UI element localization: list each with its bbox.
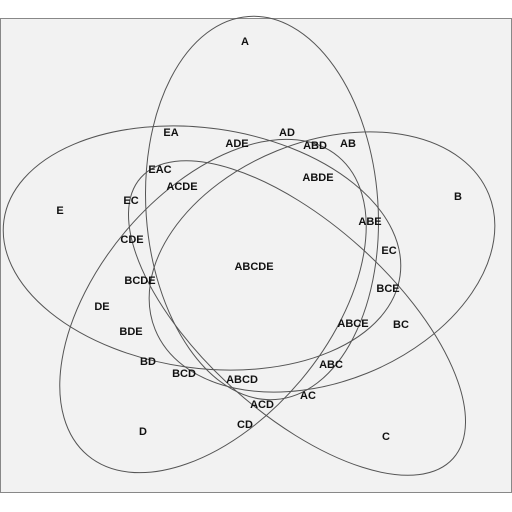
region-label: ABCD [226,374,258,386]
region-label: ABCE [337,318,368,330]
region-label: CD [237,419,253,431]
set-outlines [2,15,496,476]
set-label-c: C [382,431,390,443]
region-label: EAC [148,164,171,176]
region-label: BDE [119,326,142,338]
set-label-b: B [454,191,462,203]
region-label: AC [300,390,316,402]
set-d-ellipse [59,138,367,474]
set-e-ellipse [2,125,402,371]
diagram-frame [0,18,512,493]
region-label: BC [393,319,409,331]
set-label-a: A [241,36,249,48]
region-label: AD [279,127,295,139]
region-label: ADE [225,138,248,150]
region-label: BCDE [124,275,155,287]
region-label: ABE [358,216,381,228]
region-label: DE [94,301,109,313]
set-b-ellipse [148,131,496,393]
region-label: ABDE [302,172,333,184]
region-label: CDE [120,234,143,246]
region-label: ACD [250,399,274,411]
set-label-d: D [139,426,147,438]
region-label: ACDE [166,181,197,193]
region-label: EC [123,195,138,207]
region-labels: EA ADE AD ABD AB EAC ACDE ABDE EC ABE CD… [94,127,409,431]
region-label: EA [163,127,178,139]
region-label: ABCDE [234,261,273,273]
region-label: BCE [376,283,399,295]
region-label: AB [340,138,356,150]
region-label: BCD [172,368,196,380]
region-label: ABC [319,359,343,371]
set-labels: A B C D E [56,36,462,443]
set-c-ellipse [127,160,467,476]
set-a-ellipse [145,15,379,401]
set-label-e: E [56,205,63,217]
region-label: ABD [303,140,327,152]
region-label: BD [140,356,156,368]
region-label: EC [381,245,396,257]
